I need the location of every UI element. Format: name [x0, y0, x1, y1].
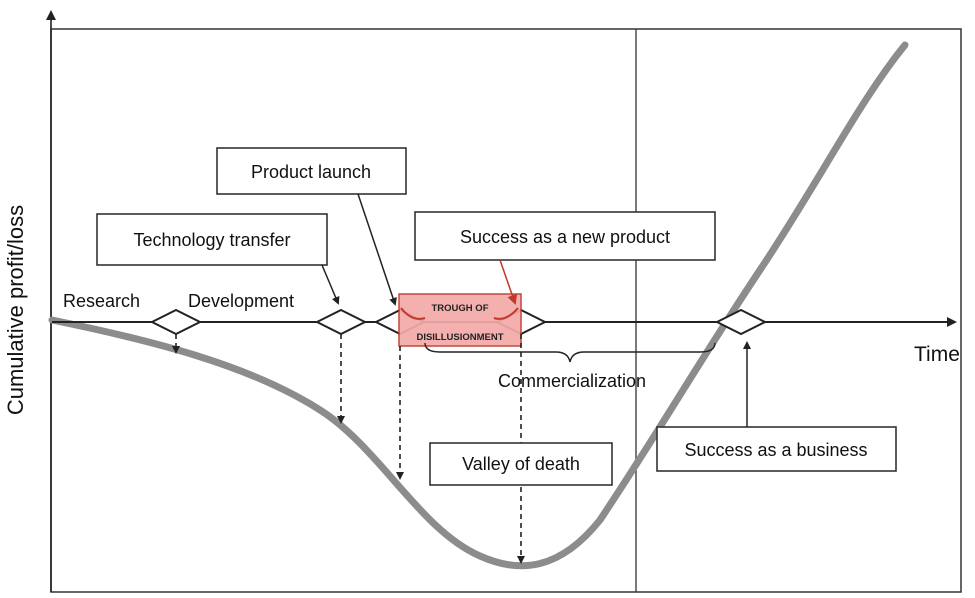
trough-text-line1: TROUGH OF — [432, 303, 489, 314]
pointer-technology-transfer — [321, 264, 340, 305]
phase-commercialization: Commercialization — [498, 371, 646, 391]
milestone-diamond-research — [149, 308, 203, 336]
x-axis-label: Time — [914, 343, 960, 366]
callout-box-success-new-product — [414, 211, 716, 261]
trough-box — [398, 293, 522, 347]
callout-box-success-business — [656, 426, 897, 472]
callout-valley-of-death: Valley of death — [462, 454, 580, 474]
callout-success-business: Success as a business — [684, 440, 867, 460]
trough-arrow-left — [400, 307, 426, 320]
milestone-diamond-development — [314, 308, 368, 336]
callout-success-new-product: Success as a new product — [460, 227, 670, 247]
pointer-success-new-product — [499, 259, 518, 305]
phase-development: Development — [188, 291, 294, 311]
pointer-product-launch — [357, 193, 397, 306]
commercialization-brace — [424, 342, 716, 363]
phase-research: Research — [63, 291, 140, 311]
milestone-diamond-business — [714, 308, 768, 336]
callout-box-technology-transfer — [96, 213, 328, 266]
trough-arrow-right — [493, 307, 519, 320]
trough-text-line2: DISILLUSIONMENT — [416, 332, 503, 343]
callout-product-launch: Product launch — [251, 162, 371, 182]
callout-technology-transfer: Technology transfer — [133, 230, 290, 250]
profit-curve — [48, 41, 909, 570]
callout-box-valley-of-death — [429, 442, 613, 486]
callout-box-product-launch — [216, 147, 407, 195]
y-axis-label: Cumulative profit/loss — [3, 205, 28, 415]
